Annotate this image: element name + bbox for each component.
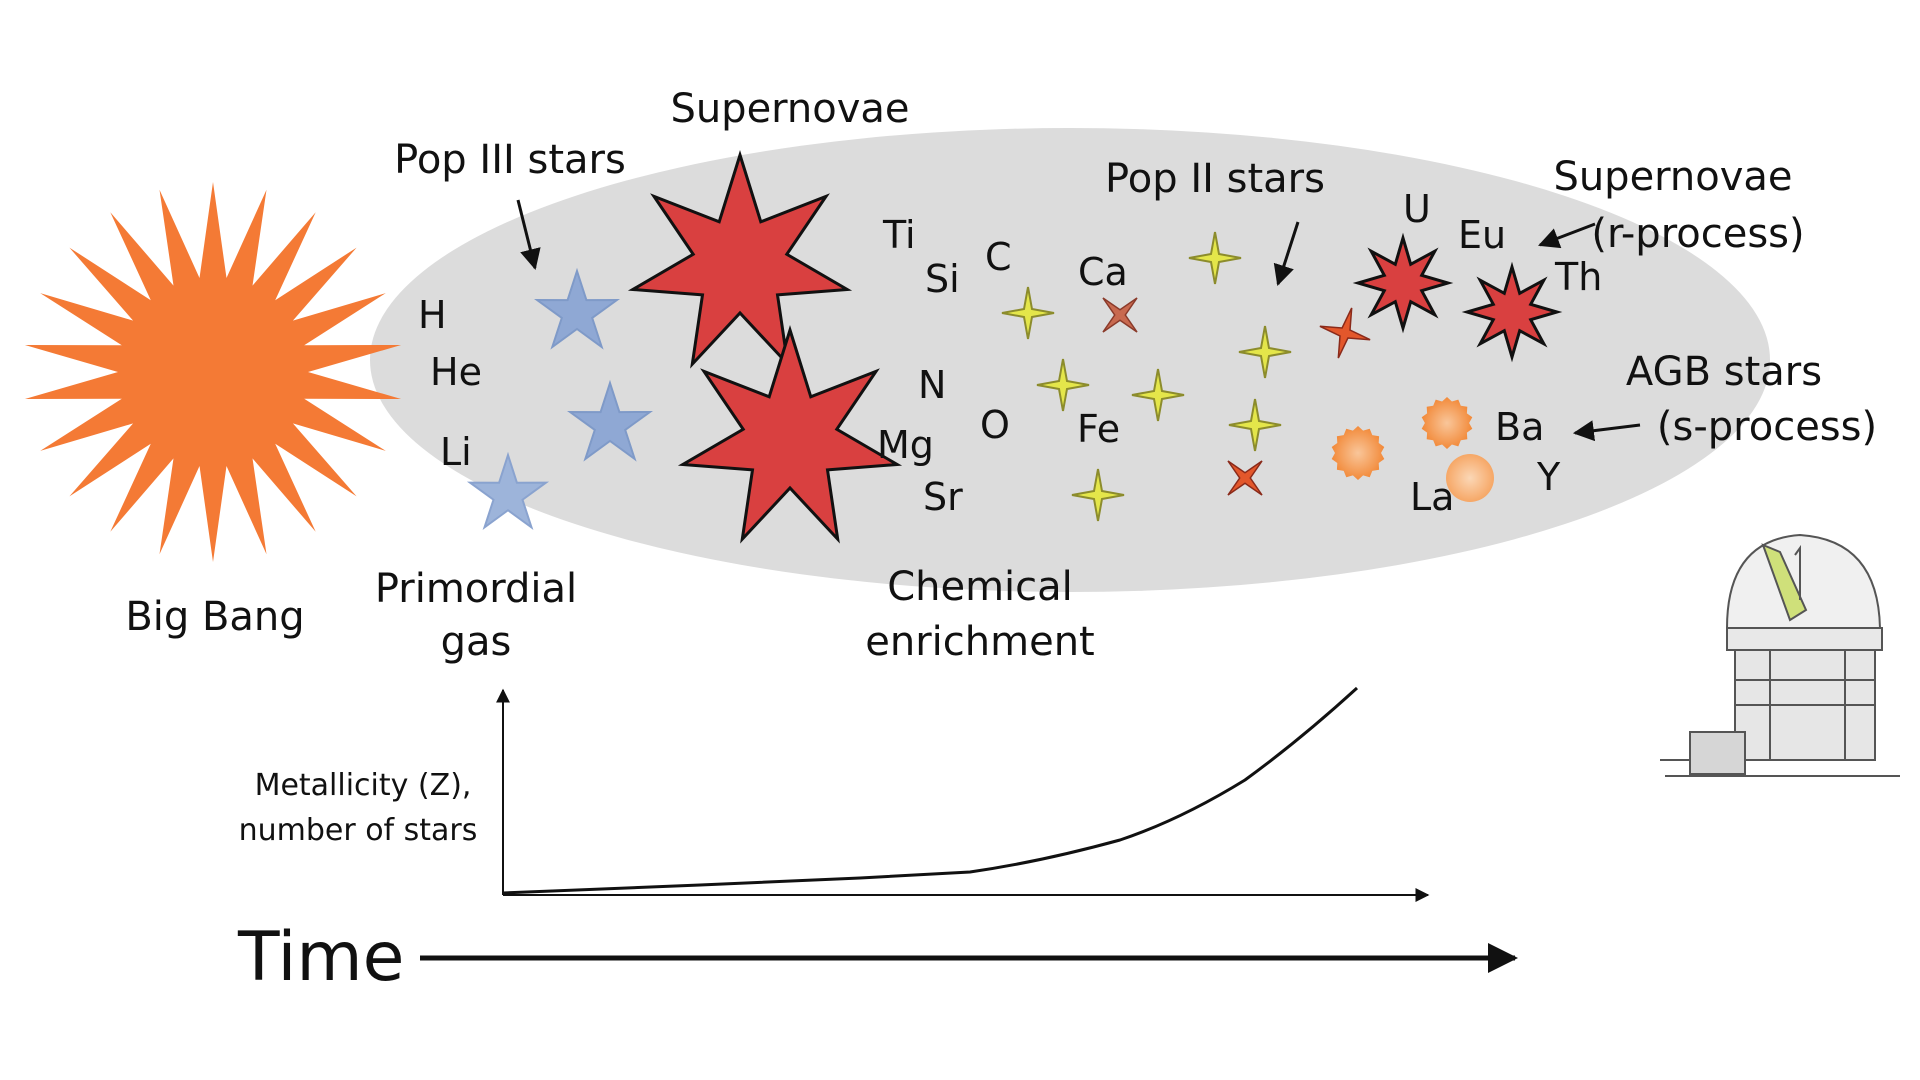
sunburst-icon <box>24 182 402 562</box>
pop2-star-icon <box>1228 398 1282 452</box>
element-label: Eu <box>1458 213 1506 257</box>
chemical-enrichment-label: Chemical <box>887 564 1073 610</box>
element-label: Ti <box>882 213 916 257</box>
pop2-label: Pop II stars <box>1105 156 1325 202</box>
element-label: Mg <box>877 423 934 467</box>
element-label: U <box>1403 187 1431 231</box>
element-label: Li <box>440 430 472 474</box>
metallicity-plot: Metallicity (Z), number of stars <box>239 686 1430 902</box>
pop3-star-icon <box>466 451 550 531</box>
element-label: C <box>985 235 1012 279</box>
cross-star-icon <box>1102 297 1138 333</box>
agb-stars-label: (s-process) <box>1657 404 1877 450</box>
pop2-star-icon <box>1131 368 1185 422</box>
supernova-star-icon <box>677 324 903 544</box>
cross-star-icon <box>1227 460 1263 496</box>
time-label: Time <box>237 918 404 997</box>
element-label: Ba <box>1495 405 1544 449</box>
agb-glow-icon <box>1446 454 1494 502</box>
primordial-gas-label: Primordial <box>375 566 577 612</box>
s-process-arrow <box>1572 420 1641 442</box>
pop2-star-icon <box>1071 468 1125 522</box>
r-process-star-icon <box>1461 261 1563 363</box>
pop2-star-icon <box>1036 358 1090 412</box>
agb-glow-icon <box>1421 397 1473 449</box>
supernova-star-icon <box>627 149 853 369</box>
pop3-arrow <box>516 199 541 271</box>
supernovae-r-process-label: Supernovae <box>1553 154 1792 200</box>
cross-star-icon <box>1319 307 1371 359</box>
element-label: Y <box>1536 455 1561 499</box>
agb-glow-icon <box>1331 426 1385 480</box>
element-label: O <box>980 403 1010 447</box>
element-label: Si <box>925 257 960 301</box>
element-label: Ca <box>1078 250 1128 294</box>
element-label: He <box>430 350 482 394</box>
element-label: La <box>1410 475 1454 519</box>
element-label: H <box>418 293 447 337</box>
pop3-star-icon <box>534 267 620 350</box>
y-axis-label: number of stars <box>239 813 478 848</box>
chemical-enrichment-label: enrichment <box>865 619 1094 665</box>
element-label: Fe <box>1077 407 1120 451</box>
big-bang-label: Big Bang <box>125 594 304 640</box>
supernovae-label: Supernovae <box>670 86 909 132</box>
pop3-label: Pop III stars <box>394 137 626 183</box>
element-label: Sr <box>923 475 963 519</box>
pop2-star-icon <box>1001 286 1055 340</box>
r-process-arrow <box>1538 222 1596 249</box>
pop3-star-icon <box>567 379 653 462</box>
pop2-star-icon <box>1238 325 1292 379</box>
pop2-arrow <box>1273 221 1300 286</box>
y-axis-label: Metallicity (Z), <box>255 768 472 803</box>
element-label: Th <box>1554 255 1602 299</box>
primordial-gas-label: gas <box>441 619 512 665</box>
pop2-star-icon <box>1188 231 1242 285</box>
agb-stars-label: AGB stars <box>1626 349 1822 395</box>
observatory-dome-icon <box>1660 533 1900 777</box>
r-process-star-icon <box>1352 232 1454 334</box>
metallicity-curve <box>502 686 1359 895</box>
element-label: N <box>918 363 946 407</box>
supernovae-r-process-label: (r-process) <box>1591 211 1804 257</box>
